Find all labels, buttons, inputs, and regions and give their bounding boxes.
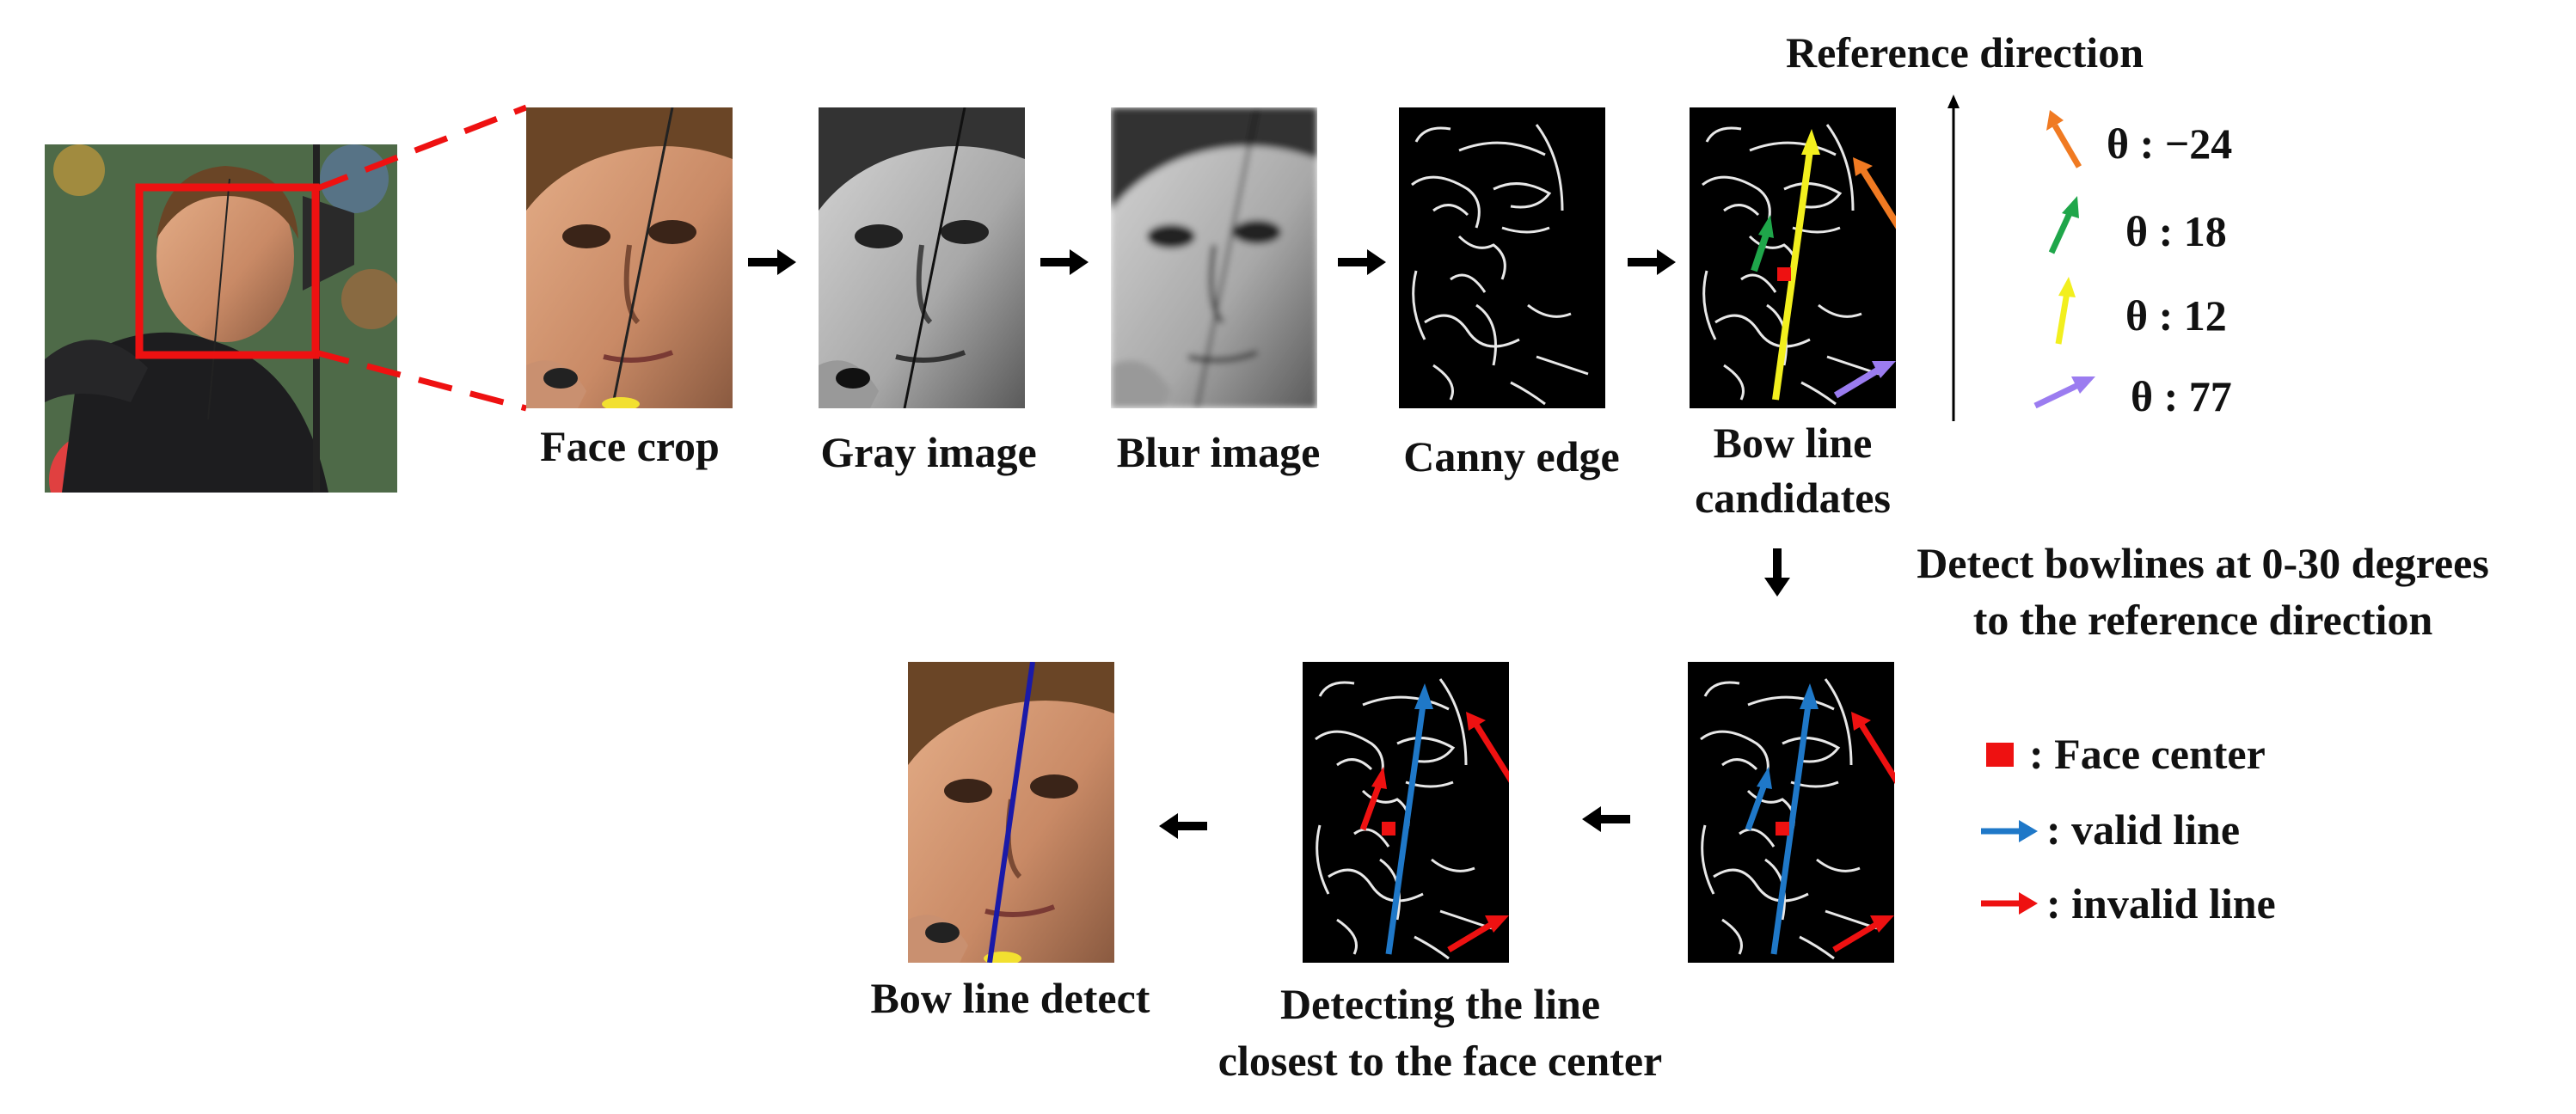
legend-invalid-line: : invalid line xyxy=(2046,879,2276,927)
invalid-line-arrow-icon xyxy=(1981,892,2038,915)
angle-arrow-orange-icon xyxy=(2045,110,2084,170)
reference-direction-arrow-icon xyxy=(1945,95,1962,421)
label-detect-step-1: Detect bowlines at 0-30 degrees xyxy=(1917,539,2489,587)
angle-label-3: θ : 12 xyxy=(2125,291,2227,340)
label-closest-1: Detecting the line xyxy=(1279,980,1601,1028)
label-gray-image: Gray image xyxy=(820,428,1037,476)
legend-face-center: : Face center xyxy=(2029,730,2266,778)
archer-photo xyxy=(45,144,397,493)
label-bow-line-candidates-2: candidates xyxy=(1695,474,1891,522)
angle-arrow-yellow-icon xyxy=(2046,277,2086,346)
blur-image xyxy=(1111,107,1317,408)
angle-label-1: θ : −24 xyxy=(2107,119,2233,168)
label-detect-step-2: to the reference direction xyxy=(1972,596,2433,644)
label-closest-2: closest to the face center xyxy=(1217,1037,1663,1085)
closest-line-image xyxy=(1303,662,1509,963)
angle-arrow-purple-icon xyxy=(2033,375,2095,409)
arrow-left-1-icon xyxy=(1582,806,1630,832)
arrow-right-3-icon xyxy=(1338,249,1386,275)
arrow-left-2-icon xyxy=(1159,813,1207,839)
label-canny-edge: Canny edge xyxy=(1403,432,1620,480)
label-face-crop: Face crop xyxy=(540,422,720,470)
valid-line-arrow-icon xyxy=(1981,820,2038,842)
arrow-right-2-icon xyxy=(1040,249,1089,275)
gray-image xyxy=(819,107,1025,408)
angle-arrow-green-icon xyxy=(2046,196,2086,256)
face-crop-image xyxy=(526,107,733,408)
angle-label-4: θ : 77 xyxy=(2131,372,2232,420)
label-reference-direction: Reference direction xyxy=(1785,28,2144,77)
arrow-down-icon xyxy=(1764,548,1790,597)
arrow-right-1-icon xyxy=(748,249,796,275)
label-bow-line-detect: Bow line detect xyxy=(870,974,1150,1022)
angle-label-2: θ : 18 xyxy=(2125,207,2227,255)
bow-line-candidates-image xyxy=(1690,107,1896,408)
label-blur-image: Blur image xyxy=(1116,428,1321,476)
arrow-right-4-icon xyxy=(1628,249,1676,275)
canny-edge-image xyxy=(1399,107,1605,408)
face-center-marker-icon xyxy=(1986,743,2014,767)
label-bow-line-candidates-1: Bow line xyxy=(1713,419,1873,467)
filtered-lines-image xyxy=(1687,662,1895,963)
legend-valid-line: : valid line xyxy=(2046,805,2241,854)
bow-line-detect-image xyxy=(907,662,1115,963)
